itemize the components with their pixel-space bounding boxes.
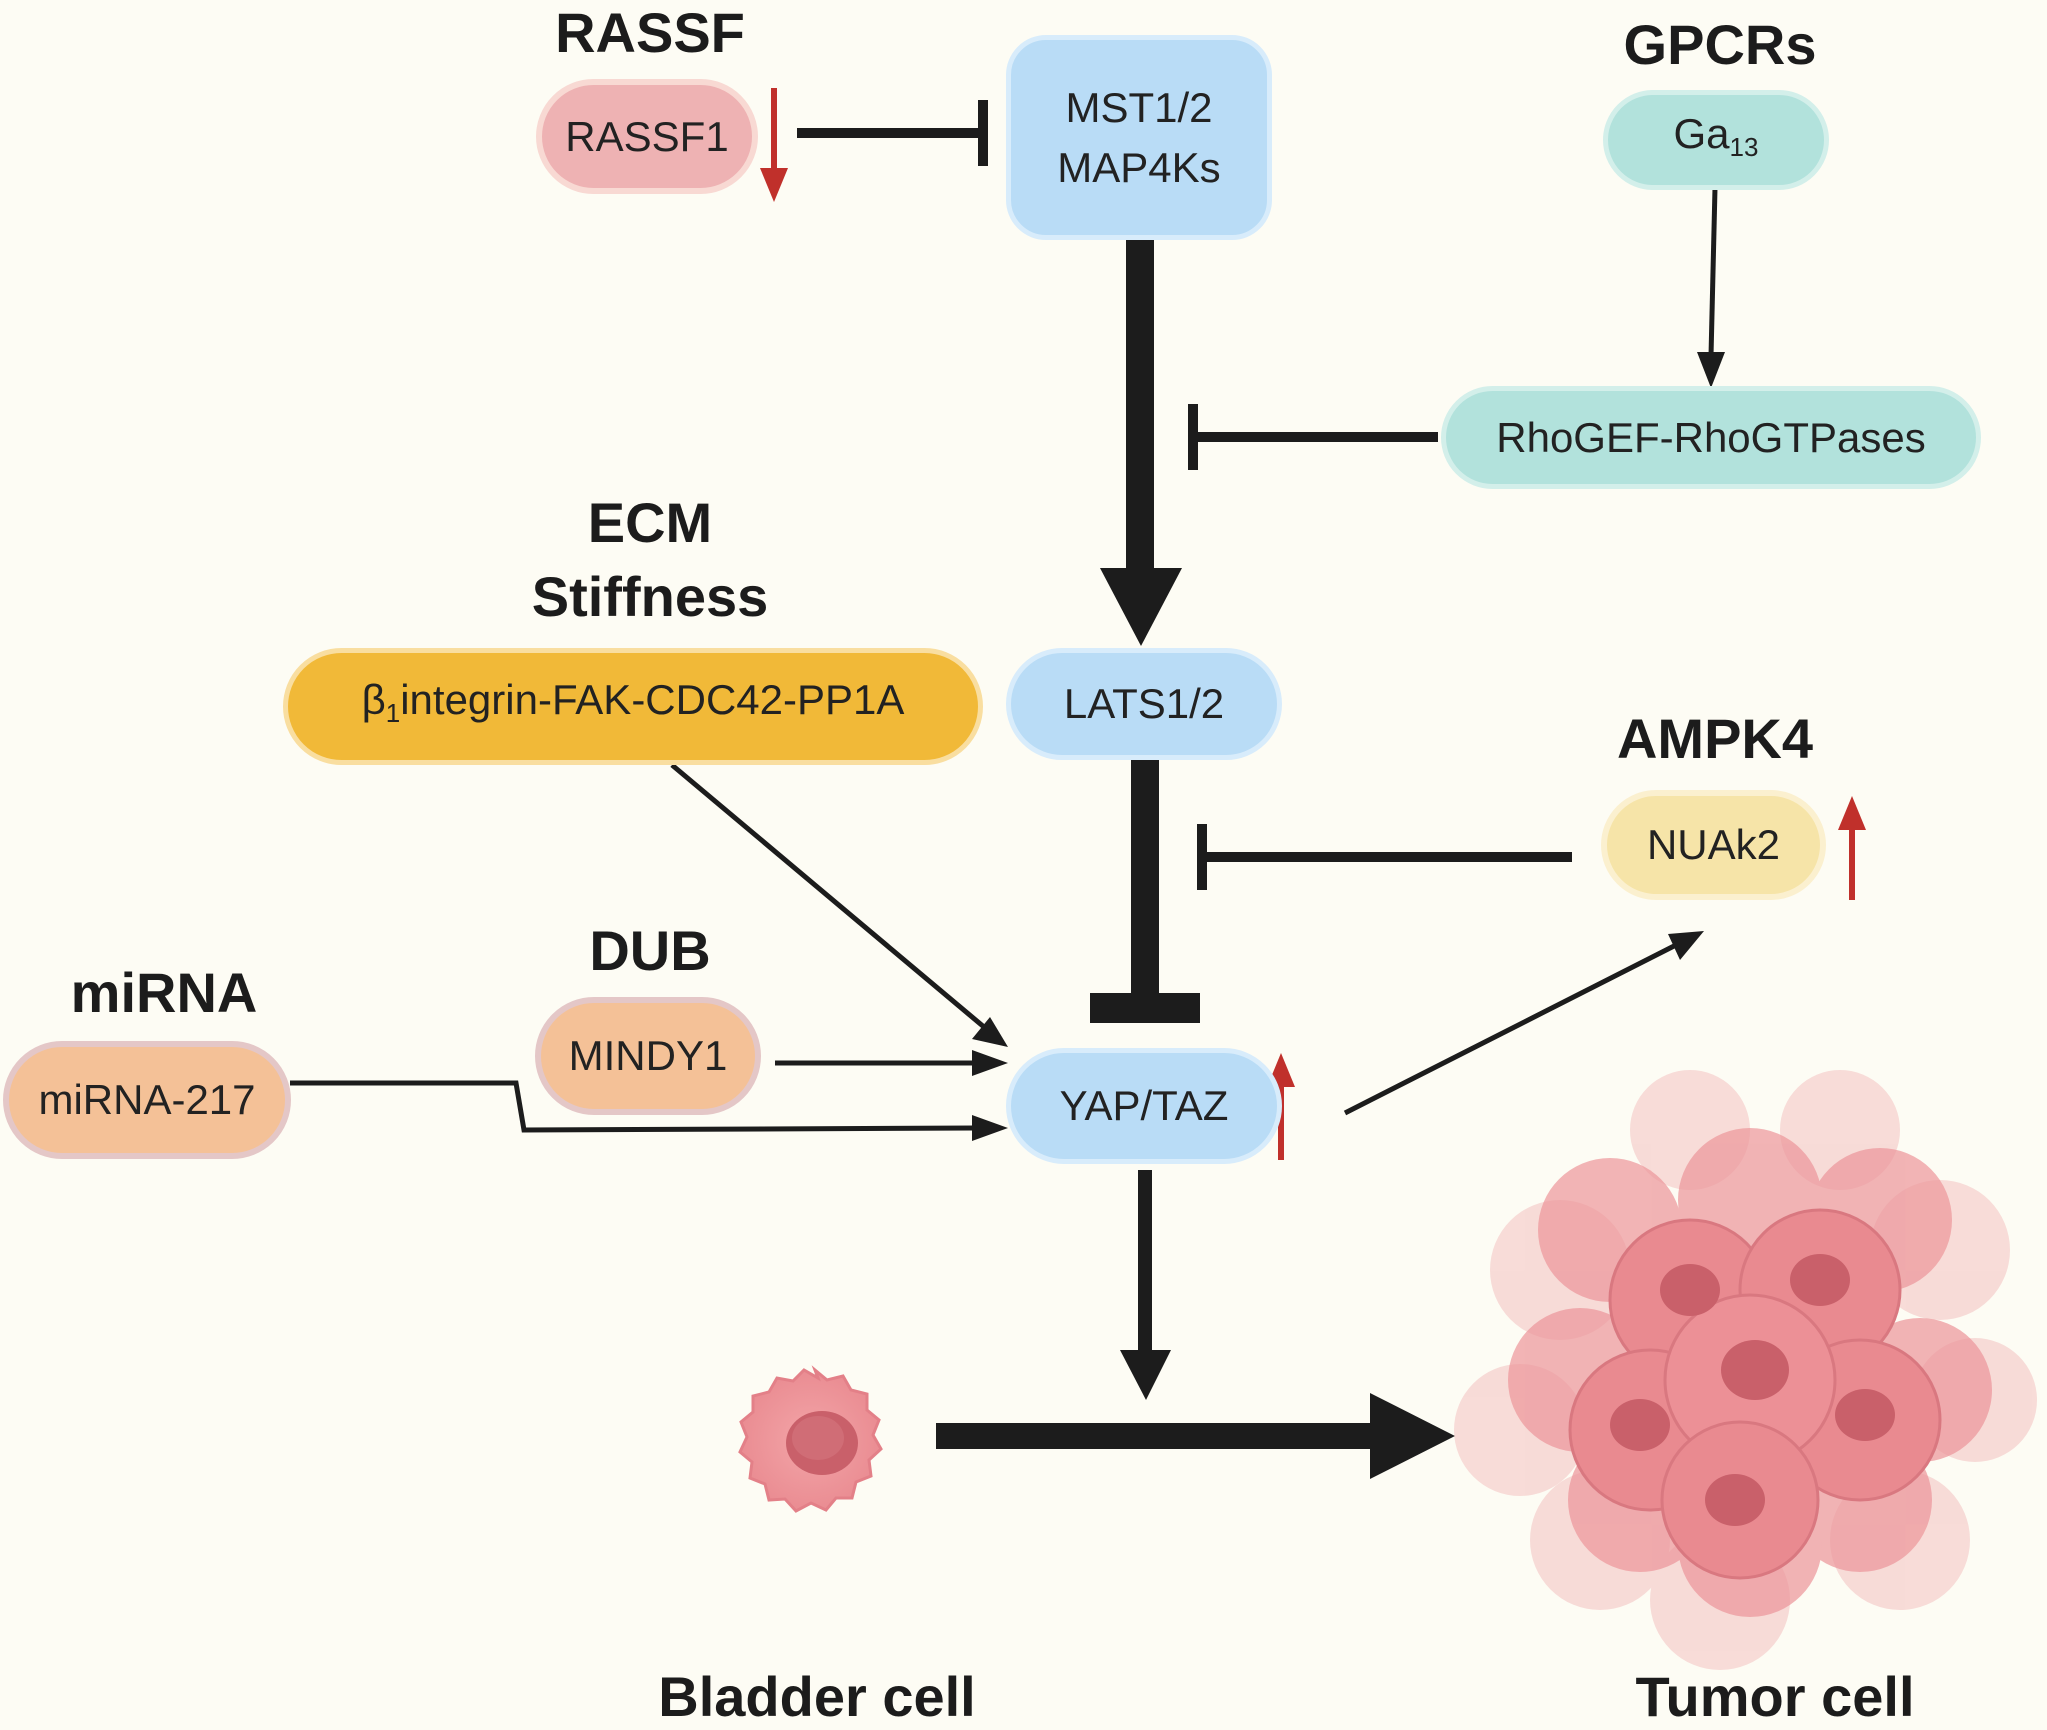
bladder-cell-icon [738, 1365, 883, 1513]
rassf1-inhibits-mst [797, 100, 988, 166]
nuak2-label: NUAk2 [1646, 821, 1781, 868]
lats-label: LATS1/2 [1063, 680, 1225, 727]
integrin-to-yaptaz-arrow [670, 763, 1008, 1047]
lats-node: LATS1/2 [1006, 648, 1282, 760]
bladder-cell-label: Bladder cell [658, 1665, 976, 1728]
ampk4-heading: AMPK4 [1616, 707, 1814, 770]
ecm-heading-line2: Stiffness [531, 565, 769, 628]
tumor-cell-label: Tumor cell [1635, 1665, 1915, 1728]
nuak2-node: NUAk2 [1601, 790, 1826, 900]
integrin-label: β1integrin-FAK-CDC42-PP1A [361, 676, 905, 728]
yaptaz-to-nuak2-arrow [1343, 931, 1704, 1116]
mst-to-lats-arrow [1100, 240, 1182, 646]
mirna217-label: miRNA-217 [38, 1076, 256, 1123]
mirna217-node: miRNA-217 [3, 1041, 291, 1159]
map4ks-label: MAP4Ks [1057, 143, 1221, 191]
rassf1-label: RASSF1 [565, 112, 729, 160]
yaptaz-to-progression-arrow [1120, 1170, 1171, 1400]
nuak2-inhibits-axis [1197, 824, 1572, 890]
mirna217-to-yaptaz-arrow [290, 1080, 1008, 1141]
ecm-heading: ECM Stiffness [480, 490, 820, 630]
ga13-to-rhogef-arrow [1697, 187, 1725, 388]
mst-label: MST1/2 [1065, 83, 1213, 131]
mst-map4ks-node: MST1/2 MAP4Ks [1006, 35, 1272, 240]
nuak2-up-indicator [1838, 796, 1866, 900]
rassf1-down-indicator [760, 88, 788, 202]
rhogef-rhogtpases-node: RhoGEF-RhoGTPases [1441, 386, 1981, 489]
mirna-heading: miRNA [70, 961, 258, 1024]
rhogef-label: RhoGEF-RhoGTPases [1496, 413, 1926, 461]
tumor-cell-icon [1454, 1070, 2037, 1670]
yaptaz-label: YAP/TAZ [1059, 1082, 1229, 1129]
mindy1-node: MINDY1 [535, 997, 761, 1115]
gpcrs-heading: GPCRs [1623, 13, 1817, 76]
ga13-label: Ga13 [1673, 109, 1759, 162]
lats-inhibits-yaptaz [1090, 760, 1200, 1023]
rhogef-inhibits-axis [1188, 404, 1438, 470]
yaptaz-node: YAP/TAZ [1006, 1048, 1282, 1164]
ga13-node: Ga13 [1603, 90, 1829, 190]
bladder-to-tumor-arrow [936, 1393, 1455, 1479]
dub-heading: DUB [589, 919, 711, 982]
integrin-pathway-node: β1integrin-FAK-CDC42-PP1A [283, 648, 983, 765]
rassf-heading: RASSF [555, 1, 745, 64]
mindy1-to-yaptaz-arrow [775, 1050, 1008, 1076]
ecm-heading-line1: ECM [587, 491, 713, 554]
mindy1-label: MINDY1 [568, 1032, 728, 1079]
rassf1-node: RASSF1 [536, 79, 758, 194]
